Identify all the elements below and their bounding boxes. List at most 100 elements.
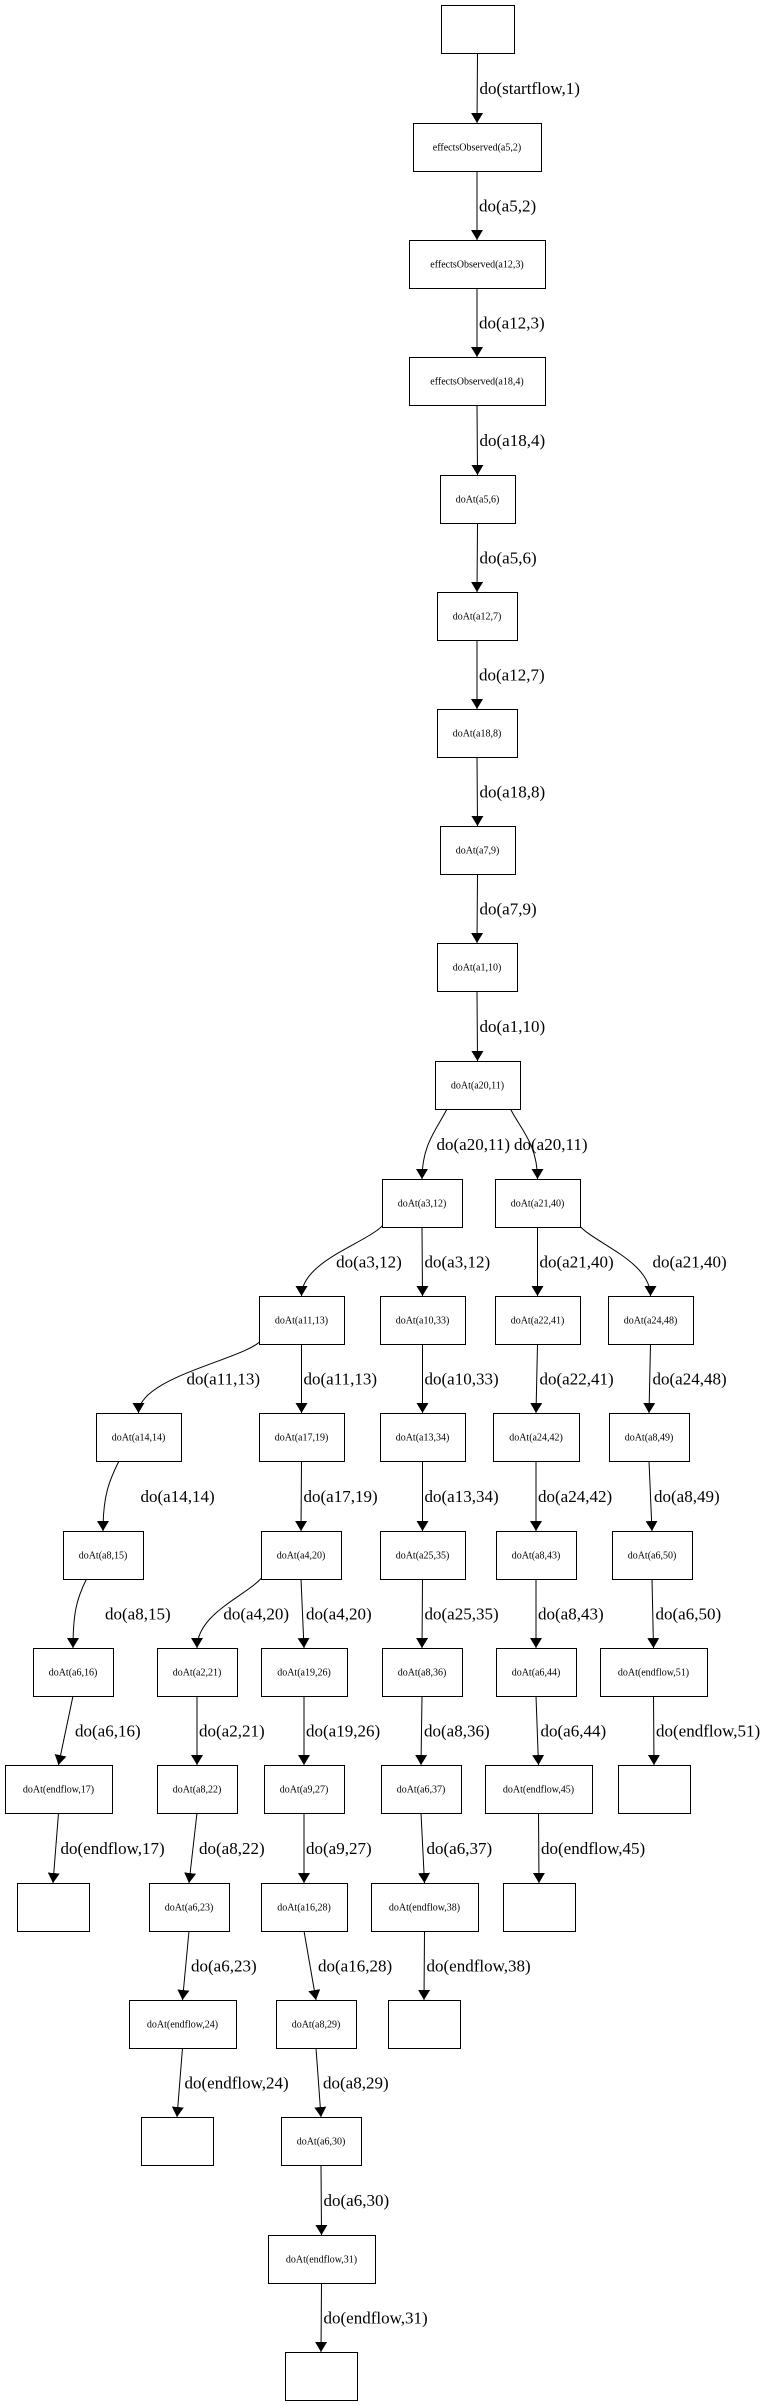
transition-edge: do(a5,2) <box>471 171 536 240</box>
node-box <box>380 1413 466 1462</box>
transition-edge: do(a16,28) <box>303 1930 392 2001</box>
state-node: doAt(a16,28) <box>261 1883 348 1932</box>
empty-state-node <box>618 1765 691 1814</box>
node-label: doAt(a12,7) <box>453 612 502 623</box>
node-label: doAt(a8,29) <box>292 2020 341 2031</box>
node-label: doAt(endflow,45) <box>503 1785 574 1796</box>
node-label: doAt(a8,36) <box>398 1668 447 1679</box>
state-node: doAt(a3,12) <box>382 1179 463 1228</box>
transition-edge: do(a8,29) <box>314 2047 389 2118</box>
edge-arrow-line <box>295 1460 308 1532</box>
transition-edge: do(a8,15) <box>67 1578 171 1649</box>
transition-edge: do(a3,12) <box>295 1220 402 1297</box>
node-box <box>276 2000 357 2049</box>
node-box <box>609 1413 690 1462</box>
edge-label: do(a8,22) <box>199 1839 265 1858</box>
state-node: effectsObserved(a18,4) <box>409 357 546 406</box>
empty-state-node <box>441 5 515 54</box>
edge-label: do(endflow,38) <box>427 1957 531 1976</box>
node-box <box>371 1883 479 1932</box>
empty-state-node <box>141 2117 214 2166</box>
node-label: doAt(a10,33) <box>396 1316 450 1327</box>
edge-label: do(a20,11) <box>437 1135 511 1154</box>
node-box <box>381 1765 462 1814</box>
edge-label: do(a22,41) <box>540 1370 614 1389</box>
transition-edge: do(a11,13) <box>132 1337 264 1414</box>
state-node: doAt(a4,20) <box>261 1531 342 1580</box>
edge-label: do(a9,27) <box>306 1839 372 1858</box>
node-label: doAt(a3,12) <box>398 1199 447 1210</box>
transition-edge: do(a6,44) <box>532 1695 607 1766</box>
edge-label: do(a11,13) <box>304 1370 378 1389</box>
node-label: doAt(a24,48) <box>624 1316 678 1327</box>
transition-edge: do(a6,30) <box>315 2164 390 2236</box>
node-label: doAt(a19,26) <box>277 1668 331 1679</box>
edge-arrow-line <box>471 756 484 827</box>
edge-arrow-line <box>643 1343 656 1414</box>
edge-label: do(a6,44) <box>541 1722 607 1741</box>
node-box <box>261 1648 348 1697</box>
transition-edge: do(startflow,1) <box>471 52 580 124</box>
node-box <box>437 592 518 641</box>
edge-label: do(a6,30) <box>324 2191 390 2210</box>
transition-edge: do(a8,22) <box>184 1812 265 1884</box>
node-box <box>149 1883 230 1932</box>
node-box <box>261 1883 348 1932</box>
transition-edge: do(a1,10) <box>471 990 546 1062</box>
node-box <box>380 1531 466 1580</box>
node-label: doAt(endflow,38) <box>389 1903 460 1914</box>
node-box <box>281 2117 362 2166</box>
transition-edge: do(a2,21) <box>191 1696 265 1765</box>
edge-arrow-line <box>415 1695 428 1766</box>
edge-label: do(a3,12) <box>336 1253 402 1272</box>
state-node: doAt(a14,14) <box>96 1413 182 1462</box>
node-label: doAt(a6,30) <box>297 2137 346 2148</box>
edge-label: do(a6,16) <box>75 1722 141 1741</box>
edge-label: do(a12,7) <box>479 666 545 685</box>
transition-edge: do(a3,12) <box>416 1226 491 1297</box>
transition-edge: do(endflow,31) <box>315 2282 428 2353</box>
node-box <box>496 1531 577 1580</box>
state-node: doAt(endflow,24) <box>129 2000 237 2049</box>
state-node: doAt(a11,13) <box>259 1296 345 1345</box>
state-node: effectsObserved(a5,2) <box>413 123 542 172</box>
state-node: doAt(a21,40) <box>495 1179 581 1228</box>
edge-label: do(a3,12) <box>425 1253 491 1272</box>
edge-label: do(endflow,31) <box>324 2309 428 2328</box>
edge-label: do(a8,36) <box>424 1722 490 1741</box>
node-box <box>382 1179 463 1228</box>
node-box <box>485 1765 593 1814</box>
edge-label: do(a11,13) <box>187 1370 261 1389</box>
transition-edge: do(a4,20) <box>297 1578 372 1649</box>
edge-label: do(a5,2) <box>479 197 536 216</box>
node-box <box>17 1883 90 1932</box>
edge-label: do(a16,28) <box>318 1957 392 1976</box>
node-label: doAt(a2,21) <box>173 1668 222 1679</box>
empty-state-node <box>285 2352 358 2401</box>
state-node: doAt(a22,41) <box>495 1296 581 1345</box>
node-box <box>33 1648 114 1697</box>
edge-arrow-line <box>530 1343 543 1414</box>
node-label: doAt(a6,37) <box>397 1785 446 1796</box>
node-box <box>608 1296 694 1345</box>
node-label: doAt(a17,19) <box>275 1433 329 1444</box>
node-label: doAt(a24,42) <box>509 1433 563 1444</box>
node-box <box>413 123 542 172</box>
transition-edge: do(a6,23) <box>177 1930 257 2001</box>
state-node: doAt(endflow,38) <box>371 1883 479 1932</box>
node-label: doAt(a6,16) <box>49 1668 98 1679</box>
edge-arrow-line <box>97 1460 120 1532</box>
edge-label: do(a1,10) <box>480 1017 546 1036</box>
edge-label: do(endflow,17) <box>61 1839 165 1858</box>
edge-label: do(a13,34) <box>425 1487 499 1506</box>
transition-edge: do(a11,13) <box>295 1344 378 1413</box>
edge-label: do(a8,43) <box>538 1605 604 1624</box>
edge-arrow-line <box>532 1695 545 1766</box>
state-node: doAt(a24,42) <box>493 1413 580 1462</box>
state-node: doAt(a18,8) <box>437 709 518 758</box>
state-node: doAt(a6,30) <box>281 2117 362 2166</box>
node-label: doAt(a14,14) <box>112 1433 166 1444</box>
edge-label: do(a14,14) <box>141 1487 215 1506</box>
edge-arrow-line <box>575 1220 657 1297</box>
edge-arrow-line <box>416 1578 429 1649</box>
